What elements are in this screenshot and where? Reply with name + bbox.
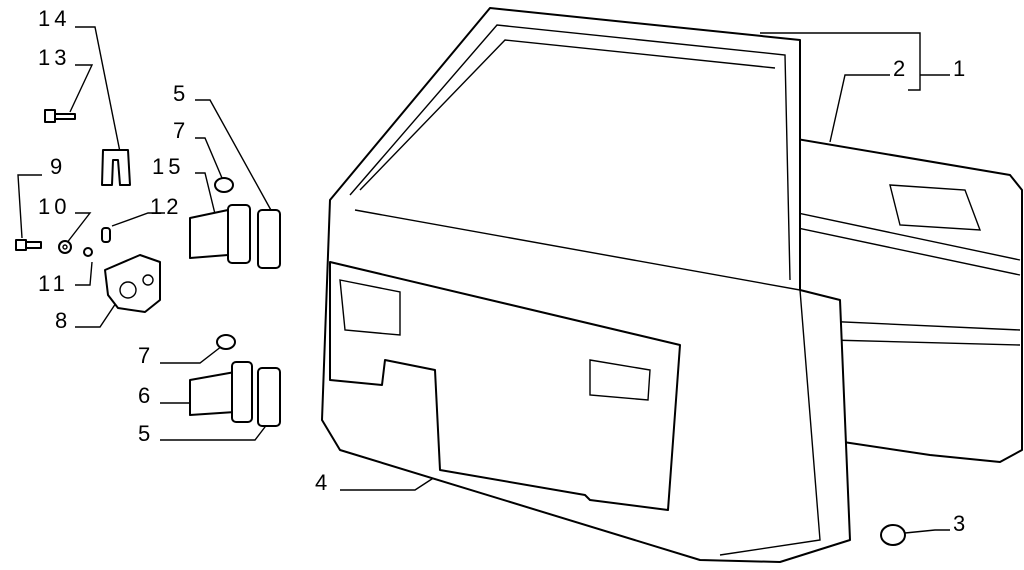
- callout-10: 10: [38, 194, 71, 219]
- callout-1: 1: [953, 56, 970, 81]
- screw-9: [15, 239, 42, 251]
- callout-7-lower: 7: [138, 343, 155, 368]
- callout-13: 13: [38, 45, 71, 70]
- lock-8: [104, 254, 161, 313]
- callout-5-upper: 5: [173, 81, 190, 106]
- bolt-13: [44, 109, 76, 123]
- trim-panel-4: [329, 261, 681, 511]
- callout-14: 14: [38, 6, 71, 31]
- callout-5-lower: 5: [138, 421, 155, 446]
- hinge-15: [189, 204, 281, 269]
- callout-3: 3: [953, 511, 970, 536]
- cap-7b: [216, 334, 236, 350]
- hinge-6: [189, 361, 281, 427]
- callout-11: 11: [38, 271, 69, 296]
- callout-7-upper: 7: [173, 118, 190, 143]
- washer-11: [83, 247, 93, 257]
- callout-8: 8: [55, 308, 72, 333]
- pin-12: [101, 227, 111, 243]
- callout-15: 15: [152, 154, 185, 179]
- callout-2: 2: [893, 56, 910, 81]
- leader-lines: [17, 26, 950, 534]
- clip-14: [101, 149, 131, 186]
- callout-12: 12: [150, 194, 183, 219]
- plug-3: [880, 524, 906, 546]
- callout-4: 4: [315, 470, 332, 495]
- callout-9: 9: [50, 154, 67, 179]
- nut-10: [58, 240, 72, 254]
- callout-6: 6: [138, 383, 155, 408]
- cap-7a: [214, 177, 234, 193]
